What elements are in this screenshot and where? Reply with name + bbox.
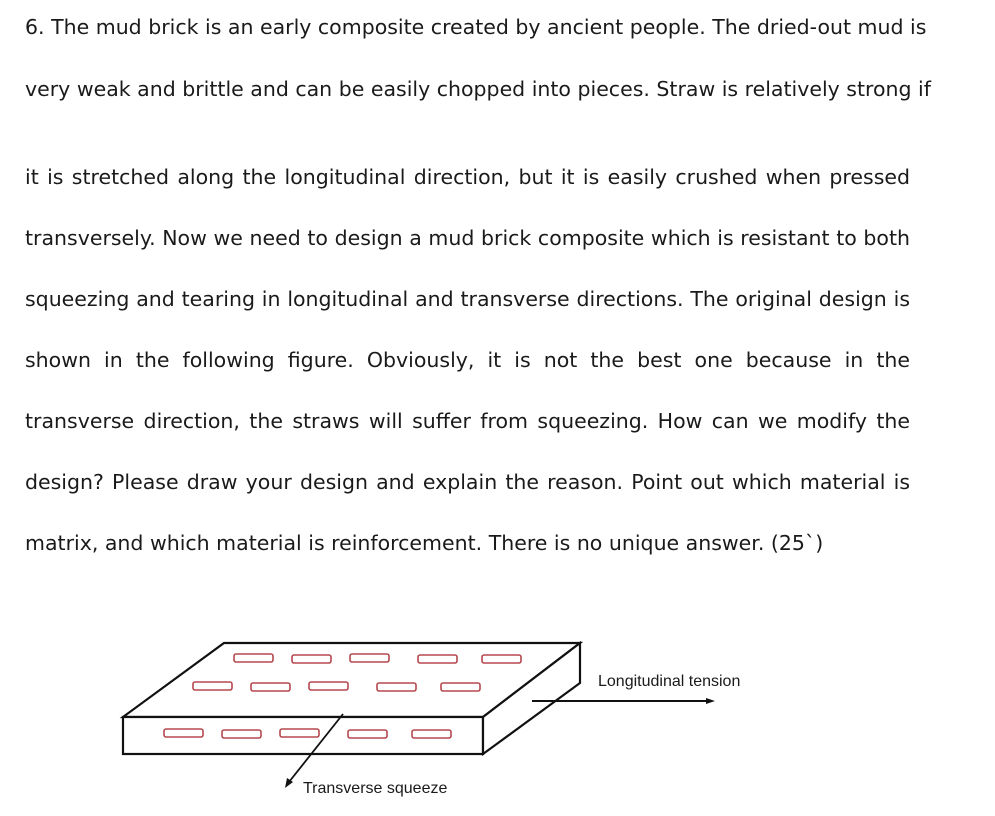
- question-line-2: very weak and brittle and can be easily …: [25, 77, 931, 101]
- question-line-9: matrix, and which material is reinforcem…: [25, 531, 824, 555]
- longitudinal-arrow-icon: [532, 698, 715, 704]
- question-line-8: design? Please draw your design and expl…: [25, 470, 910, 494]
- brick-outline: [119, 640, 584, 757]
- question-line-1: 6. The mud brick is an early composite c…: [25, 15, 927, 39]
- question-line-3: it is stretched along the longitudinal d…: [25, 165, 910, 189]
- straw-fibers: [163, 653, 522, 739]
- question-line-4: transversely. Now we need to design a mu…: [25, 226, 910, 250]
- question-line-6: shown in the following figure. Obviously…: [25, 348, 910, 372]
- transverse-arrow-icon: [285, 713, 344, 788]
- longitudinal-tension-label: Longitudinal tension: [598, 673, 740, 690]
- question-line-5: squeezing and tearing in longitudinal an…: [25, 287, 910, 311]
- transverse-squeeze-label: Transverse squeeze: [303, 780, 447, 797]
- question-line-7: transverse direction, the straws will su…: [25, 409, 910, 433]
